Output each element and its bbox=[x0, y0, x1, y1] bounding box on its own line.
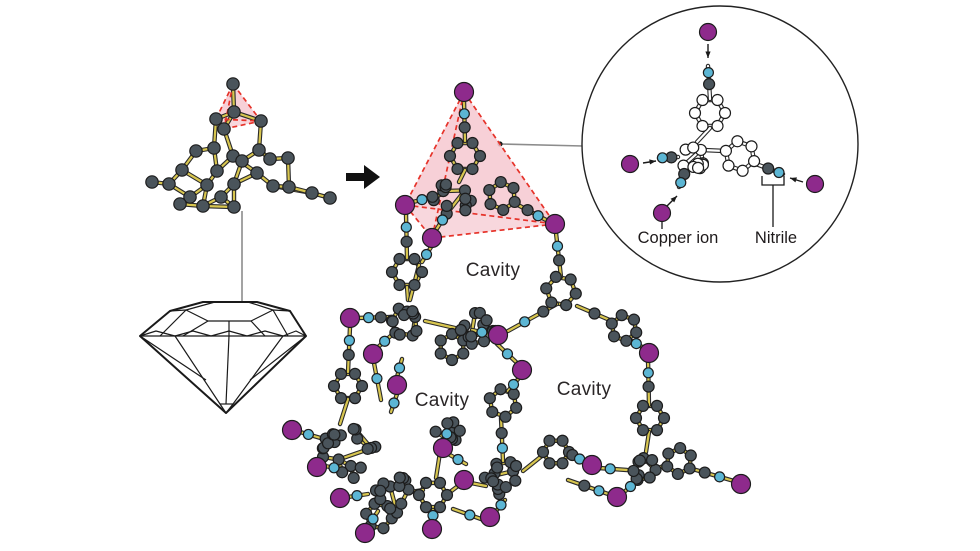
gemstone-drawing bbox=[139, 301, 307, 414]
copper-ion-label: Copper ion bbox=[637, 229, 719, 247]
inset-copper-ions bbox=[620, 22, 825, 223]
inset-atoms bbox=[656, 66, 785, 189]
inset-circle bbox=[581, 5, 859, 283]
framework-atoms bbox=[302, 108, 726, 535]
cavity-label-3: Cavity bbox=[556, 379, 612, 400]
inset-annotations bbox=[642, 44, 804, 229]
nitrile-label: Nitrile bbox=[754, 229, 798, 247]
diamond-lattice bbox=[145, 77, 337, 214]
copper-ions bbox=[281, 81, 752, 544]
transform-arrow bbox=[346, 165, 380, 189]
cavity-label-1: Cavity bbox=[465, 260, 521, 281]
lattice-atoms bbox=[145, 77, 337, 214]
framework-structure bbox=[281, 81, 752, 544]
cavity-label-2: Cavity bbox=[414, 390, 470, 411]
